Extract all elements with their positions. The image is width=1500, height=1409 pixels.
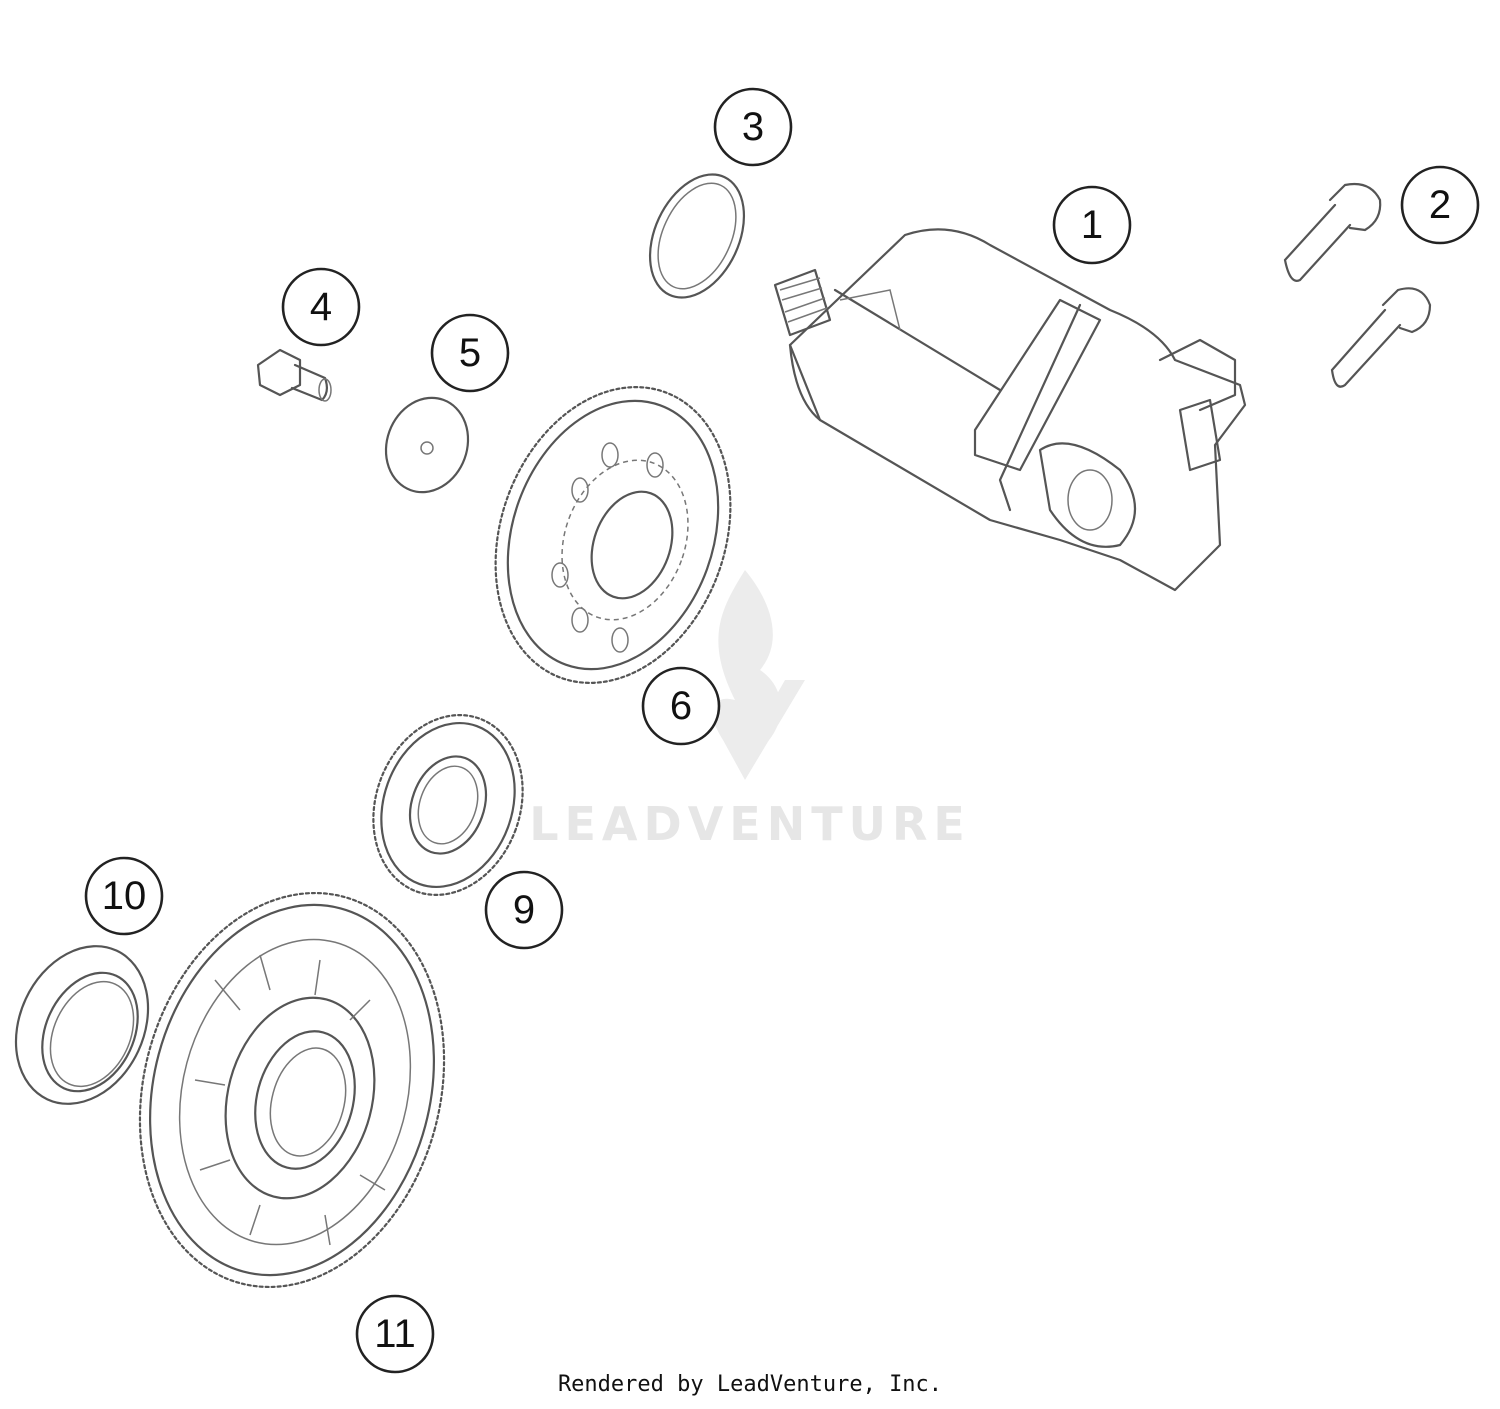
callout-2[interactable]: 2 bbox=[1400, 165, 1480, 245]
callout-1[interactable]: 1 bbox=[1052, 185, 1132, 265]
washer[interactable] bbox=[373, 386, 481, 504]
callout-2-label: 2 bbox=[1429, 183, 1451, 227]
bearing-ring[interactable] bbox=[0, 924, 173, 1125]
callout-6-label: 6 bbox=[670, 684, 692, 728]
callout-4-label: 4 bbox=[310, 285, 332, 329]
gear-small[interactable] bbox=[349, 694, 547, 916]
footer-credit: Rendered by LeadVenture, Inc. bbox=[557, 1372, 943, 1397]
bolt[interactable] bbox=[256, 348, 332, 402]
callout-10[interactable]: 10 bbox=[84, 856, 164, 936]
callout-9-label: 9 bbox=[513, 888, 535, 932]
callout-11[interactable]: 11 bbox=[355, 1294, 435, 1374]
freewheel-gear[interactable] bbox=[97, 859, 486, 1322]
callout-3-label: 3 bbox=[742, 105, 764, 149]
callout-11-label: 11 bbox=[374, 1312, 416, 1356]
callout-3[interactable]: 3 bbox=[713, 87, 793, 167]
callout-10-label: 10 bbox=[102, 874, 147, 918]
watermark: LEADVENTURE bbox=[529, 570, 971, 851]
callout-6[interactable]: 6 bbox=[641, 666, 721, 746]
callout-5-label: 5 bbox=[459, 331, 481, 375]
callout-4[interactable]: 4 bbox=[281, 267, 361, 347]
callout-5[interactable]: 5 bbox=[430, 313, 510, 393]
screws[interactable] bbox=[1283, 182, 1432, 388]
gear-large[interactable] bbox=[456, 354, 770, 716]
callout-1-label: 1 bbox=[1081, 203, 1103, 247]
starter-motor[interactable] bbox=[773, 228, 1247, 592]
callout-9[interactable]: 9 bbox=[484, 870, 564, 950]
watermark-text: LEADVENTURE bbox=[529, 797, 971, 851]
o-ring[interactable] bbox=[631, 159, 762, 312]
